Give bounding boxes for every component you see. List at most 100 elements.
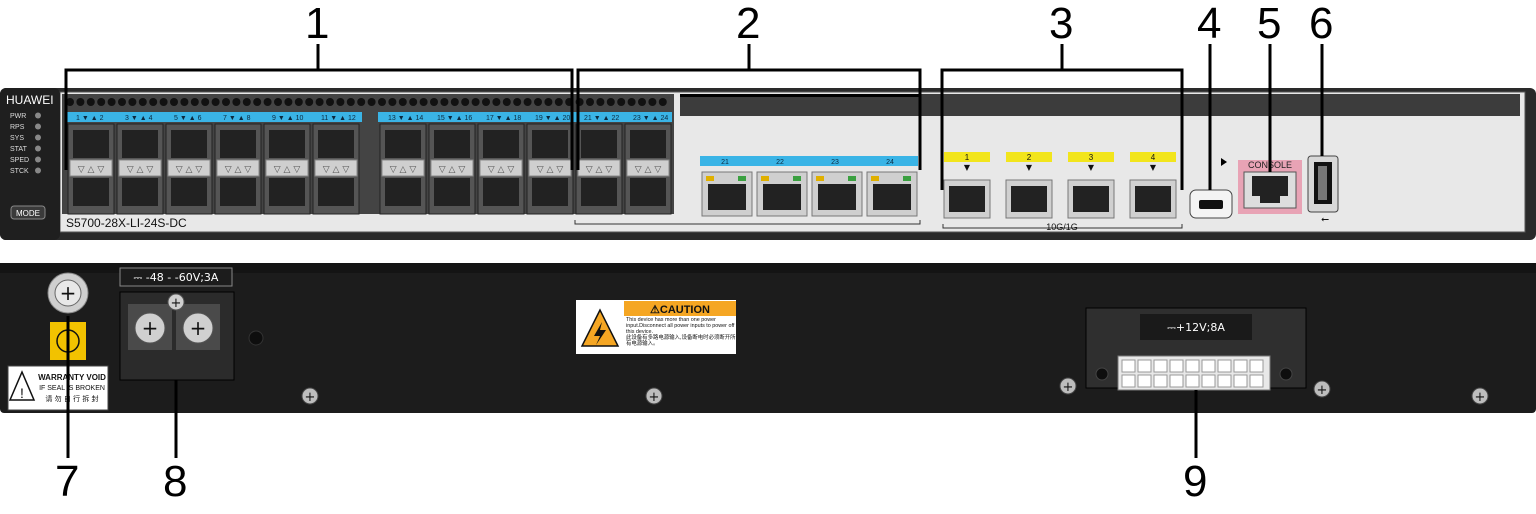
- rear-panel: + ! WARRANTY VOID IF SEAL IS BROKEN 请 勿 …: [0, 263, 1536, 413]
- svg-text:+: +: [190, 316, 207, 340]
- warranty-line-3: 请 勿 自 行 拆 封: [45, 394, 98, 403]
- sfp-port[interactable]: [171, 130, 207, 158]
- svg-text:▼: ▼: [1026, 163, 1033, 172]
- sfp-label-strip-left: [66, 112, 362, 122]
- rps-rating: ⎓+12V;8A: [1167, 321, 1225, 334]
- svg-text:▼: ▼: [1150, 163, 1157, 172]
- sfp-port-latch: [216, 159, 260, 177]
- sfp-port-latch: [69, 159, 113, 177]
- uplink-sfp-plus-ports: [943, 179, 1177, 219]
- callout-5: 5: [1257, 0, 1282, 48]
- callout-2: 2: [736, 0, 761, 48]
- sfp-port-label: 7 ▼ ▲ 8: [223, 115, 251, 122]
- rear-screws: +++++: [301, 377, 1489, 405]
- sfp-port[interactable]: [220, 178, 256, 206]
- caution-text-en: This device has more than one power inpu…: [626, 317, 735, 335]
- sfp-port-latch: [167, 159, 211, 177]
- sfp-port-label: 3 ▼ ▲ 4: [125, 115, 153, 122]
- svg-text:▽ △ ▽: ▽ △ ▽: [635, 165, 662, 175]
- svg-text:!: !: [20, 385, 24, 401]
- warranty-line-2: IF SEAL IS BROKEN: [39, 385, 105, 392]
- sfp-port[interactable]: [434, 130, 470, 158]
- indicator-led-sys: [35, 134, 41, 141]
- sfp-port[interactable]: [581, 130, 617, 158]
- uplink-label-strip: [1068, 152, 1114, 162]
- combo-port-label: 21: [721, 159, 729, 166]
- indicator-led-stat: [35, 145, 41, 152]
- indicator-label-pwr: PWR: [10, 113, 26, 120]
- callout-line-3: [940, 44, 1184, 190]
- screw: [301, 387, 319, 405]
- mode-button[interactable]: [10, 205, 46, 220]
- callout-7: 7: [55, 457, 80, 506]
- sfp-port[interactable]: [434, 178, 470, 206]
- screw: [1313, 380, 1331, 398]
- svg-text:▼: ▼: [1088, 163, 1095, 172]
- sfp-port-label: 19 ▼ ▲ 20: [535, 115, 570, 122]
- svg-text:+: +: [1063, 380, 1074, 395]
- svg-text:+: +: [60, 281, 77, 305]
- svg-text:▽ △ ▽: ▽ △ ▽: [586, 165, 613, 175]
- callout-line-1: [64, 44, 574, 170]
- indicator-led-rps: [35, 123, 41, 130]
- screw: [1471, 387, 1489, 405]
- sfp-port[interactable]: [122, 178, 158, 206]
- sfp-port[interactable]: [581, 178, 617, 206]
- uplink-port-label: 1: [965, 153, 970, 162]
- uplink-label-strip: [1006, 152, 1052, 162]
- sfp-port[interactable]: [532, 130, 568, 158]
- sfp-port[interactable]: [318, 130, 354, 158]
- sfp-port[interactable]: [532, 178, 568, 206]
- indicator-label-stat: STAT: [10, 146, 28, 153]
- sfp-port[interactable]: [220, 130, 256, 158]
- svg-text:▽ △ ▽: ▽ △ ▽: [127, 165, 154, 175]
- combo-port-label: 24: [886, 159, 894, 166]
- sfp-port[interactable]: [269, 130, 305, 158]
- caution-title: ⚠CAUTION: [650, 304, 710, 316]
- top-vent-bar: [680, 94, 1520, 116]
- sfp-port-latch: [381, 159, 425, 177]
- sfp-port-latch: [118, 159, 162, 177]
- sfp-label-strip-right: [378, 112, 672, 122]
- screw: [1059, 377, 1077, 395]
- svg-text:+: +: [142, 316, 159, 340]
- console-port[interactable]: CONSOLE: [1238, 160, 1302, 214]
- sfp-port-label: 5 ▼ ▲ 6: [174, 115, 202, 122]
- sfp-port-latch: [265, 159, 309, 177]
- sfp-port[interactable]: [630, 130, 666, 158]
- sfp-port[interactable]: [318, 178, 354, 206]
- sfp-port[interactable]: [122, 130, 158, 158]
- sfp-port-label: 21 ▼ ▲ 22: [584, 115, 619, 122]
- sfp-port[interactable]: [73, 178, 109, 206]
- rps-power-input: ⎓+12V;8A: [1085, 307, 1307, 391]
- sfp-port[interactable]: [171, 178, 207, 206]
- callout-1: 1: [305, 0, 330, 48]
- callout-8: 8: [163, 457, 188, 506]
- sfp-port[interactable]: [385, 130, 421, 158]
- uplink-caption: 10G/1G: [1046, 222, 1078, 232]
- svg-text:▼: ▼: [964, 163, 971, 172]
- sfp-port[interactable]: [483, 130, 519, 158]
- indicator-label-stck: STCK: [10, 168, 29, 175]
- sfp-port-label: 11 ▼ ▲ 12: [321, 115, 356, 122]
- svg-text:+: +: [1475, 390, 1486, 405]
- sfp-port[interactable]: [269, 178, 305, 206]
- combo-rj45-ports: [701, 171, 918, 217]
- indicator-led-sped: [35, 156, 41, 163]
- uplink-port-label: 4: [1151, 153, 1156, 162]
- sfp-port[interactable]: [630, 178, 666, 206]
- sfp-port[interactable]: [385, 178, 421, 206]
- sfp-port-label: 15 ▼ ▲ 16: [437, 115, 472, 122]
- sfp-port[interactable]: [483, 178, 519, 206]
- sfp-port[interactable]: [73, 130, 109, 158]
- usb-port[interactable]: ⭠: [1307, 155, 1339, 225]
- sfp-port-label: 13 ▼ ▲ 14: [388, 115, 423, 122]
- indicator-led-stck: [35, 167, 41, 174]
- svg-text:▽ △ ▽: ▽ △ ▽: [323, 165, 350, 175]
- usb-icon: ⭠: [1321, 214, 1329, 225]
- svg-text:▽ △ ▽: ▽ △ ▽: [390, 165, 417, 175]
